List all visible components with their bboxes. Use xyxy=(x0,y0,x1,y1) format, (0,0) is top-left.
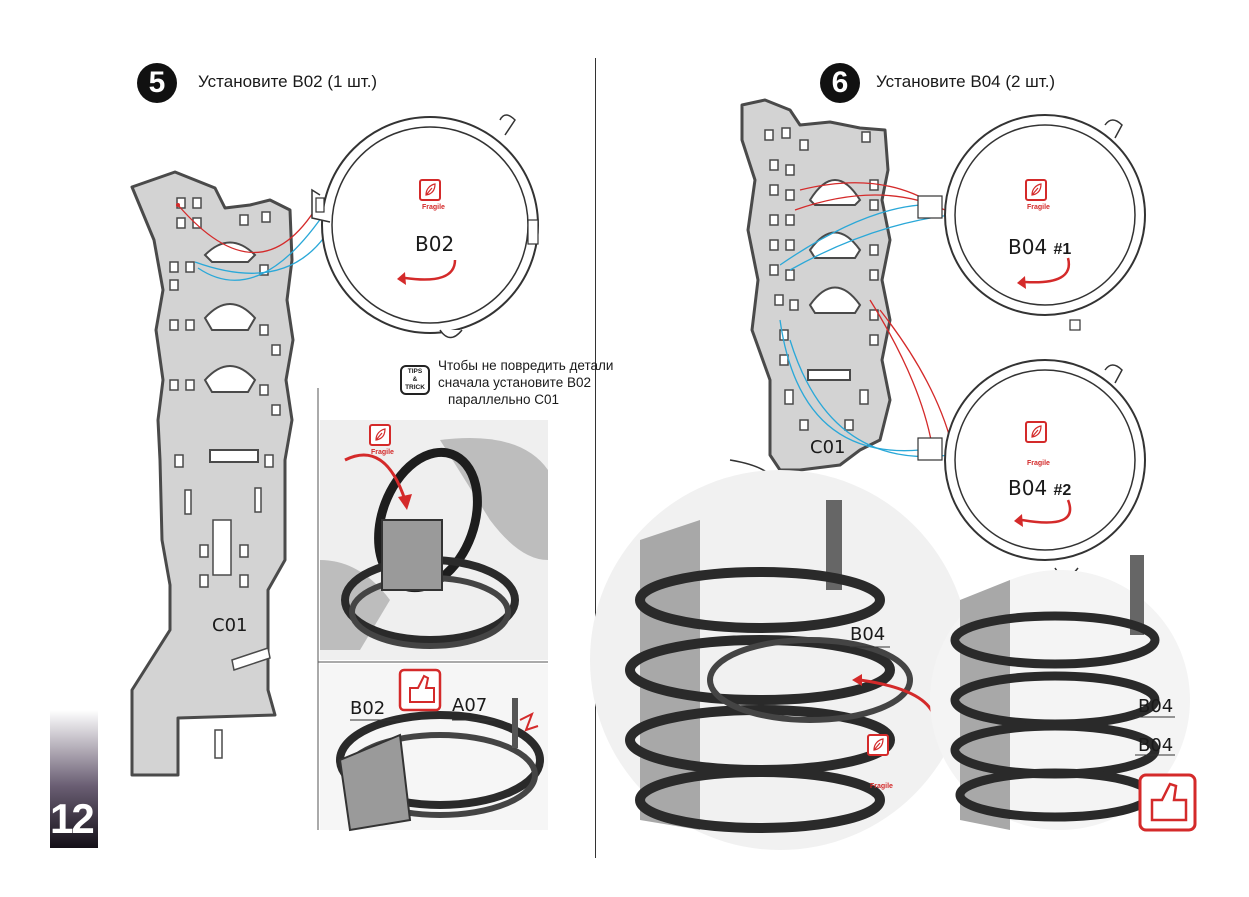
tips-line-3: TRICK xyxy=(405,384,425,391)
c01-part-right xyxy=(729,98,892,476)
svg-text:Fragile: Fragile xyxy=(1027,460,1050,467)
svg-text:Fragile: Fragile xyxy=(371,449,394,456)
step-6-text: Установите B04 (2 шт.) xyxy=(876,72,1056,91)
b04-ring2-label: B04 #2 xyxy=(1008,476,1071,500)
c01-part-left xyxy=(130,170,295,777)
c01-label-right: C01 xyxy=(810,437,846,458)
svg-text:Fragile: Fragile xyxy=(870,783,893,790)
tips-line-2: & xyxy=(412,376,418,383)
fragile-leaf-icon-3 xyxy=(1025,421,1047,443)
b04-ring2-name: B04 xyxy=(1008,476,1048,500)
photo-tower-right xyxy=(930,555,1197,832)
photo-b04-label-b: B04 xyxy=(1138,696,1174,717)
photo-hand-ring: Fragile xyxy=(320,420,548,660)
b04-ring-2-part: Fragile xyxy=(917,359,1146,578)
fragile-leaf-icon-2 xyxy=(1025,179,1047,201)
photo-b02-a07 xyxy=(320,664,548,832)
b04-ring1-label: B04 #1 xyxy=(1008,235,1071,259)
photo-a07-label: A07 xyxy=(452,695,488,716)
page-number: 12 xyxy=(50,795,95,842)
photo-tower-left: Fragile xyxy=(590,470,970,850)
column-divider xyxy=(595,58,596,858)
step-6-badge: 6 xyxy=(820,63,860,103)
b04-ring1-name: B04 xyxy=(1008,235,1048,259)
tips-text: Чтобы не повредить детали сначала устано… xyxy=(438,357,613,408)
tips-line-1: TIPS xyxy=(407,368,423,375)
tips-text-line-1: Чтобы не повредить детали xyxy=(438,358,614,373)
b02-ring-part: Fragile xyxy=(311,114,539,339)
c01-label-left: C01 xyxy=(212,615,248,636)
b04-ring-1-part: Fragile xyxy=(917,114,1146,331)
fragile-leaf-icon xyxy=(419,179,441,201)
tips-text-line-3: параллельно C01 xyxy=(448,392,560,407)
b04-ring2-number: #2 xyxy=(1053,482,1072,499)
tips-trick-icon: TIPS & TRICK xyxy=(400,365,430,395)
step-5-text: Установите B02 (1 шт.) xyxy=(198,72,378,91)
tips-text-line-2: сначала установите B02 xyxy=(438,375,591,390)
photo-b04-label-a: B04 xyxy=(850,624,886,645)
b02-ring-label: B02 xyxy=(415,232,455,256)
svg-text:Fragile: Fragile xyxy=(1027,204,1050,211)
svg-text:Fragile: Fragile xyxy=(422,204,445,211)
page-number-bar xyxy=(50,710,98,848)
step-5-badge: 5 xyxy=(137,63,177,103)
b04-ring1-number: #1 xyxy=(1053,241,1072,258)
photo-b04-label-c: B04 xyxy=(1138,735,1174,756)
photo-b02-label: B02 xyxy=(350,698,386,719)
